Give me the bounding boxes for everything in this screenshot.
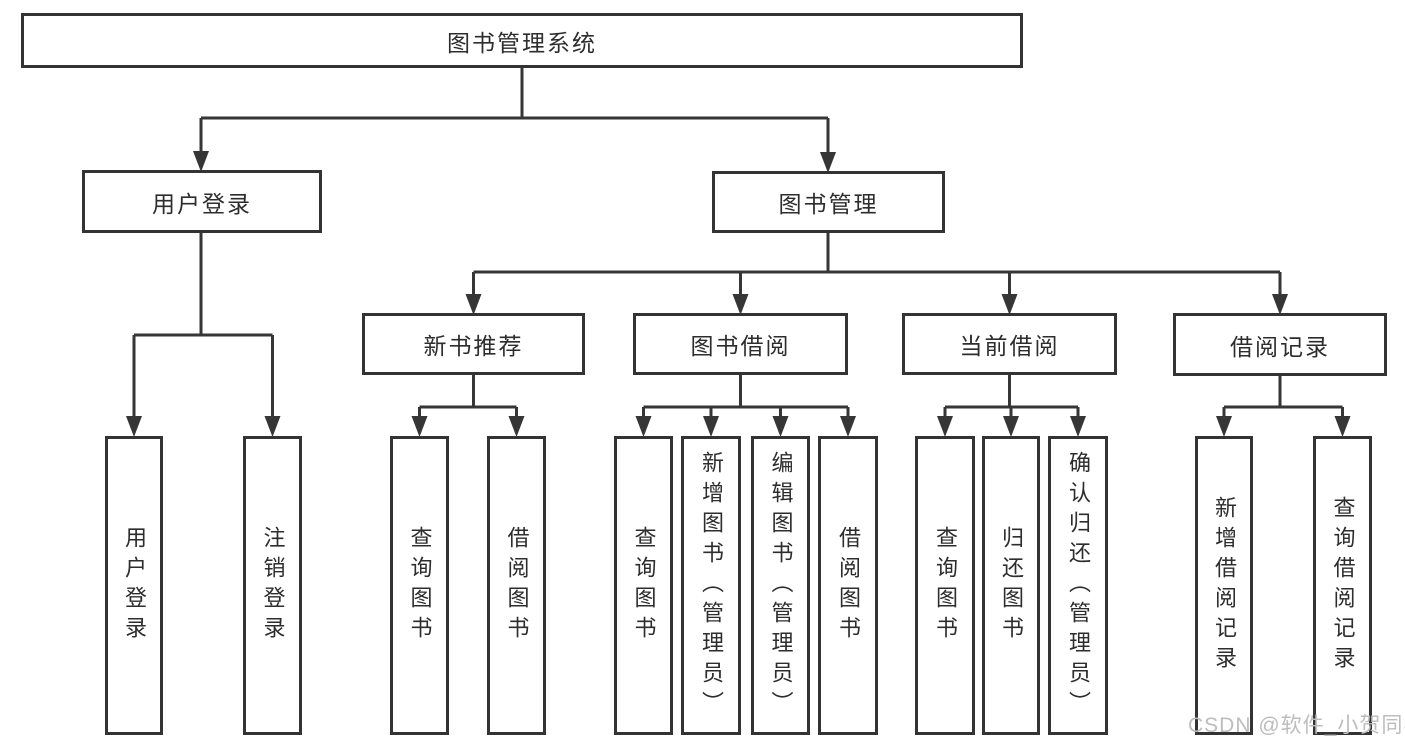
node-leaf-user-login: 用户登录 — [105, 436, 163, 735]
node-leaf-return-books: 归还图书 — [982, 436, 1040, 735]
arrowheads — [126, 151, 1351, 437]
node-leaf-confirm-return-admin: 确认归还（管理员） — [1048, 436, 1108, 735]
node-new-book-recommend: 新书推荐 — [362, 313, 585, 375]
csdn-watermark: CSDN @软件_小贺同学 — [1188, 714, 1405, 737]
node-leaf-query-borrow-record: 查询借阅记录 — [1313, 436, 1372, 735]
node-borrowing-records: 借阅记录 — [1173, 313, 1387, 376]
node-book-borrowing: 图书借阅 — [633, 313, 848, 375]
node-user-login: 用户登录 — [82, 170, 322, 233]
node-leaf-query-books-borrowing: 查询图书 — [614, 436, 673, 735]
node-leaf-add-borrow-record: 新增借阅记录 — [1195, 436, 1253, 735]
node-leaf-add-books-admin: 新增图书（管理员） — [681, 436, 741, 735]
node-leaf-borrow-books: 借阅图书 — [818, 436, 878, 735]
node-book-management: 图书管理 — [712, 171, 945, 233]
node-leaf-query-books-recommend: 查询图书 — [390, 436, 449, 735]
node-current-borrowing: 当前借阅 — [902, 313, 1117, 375]
node-root-library-system: 图书管理系统 — [21, 13, 1023, 68]
node-leaf-logout: 注销登录 — [243, 436, 302, 735]
node-leaf-borrow-books-recommend: 借阅图书 — [487, 436, 546, 735]
node-leaf-edit-books-admin: 编辑图书（管理员） — [751, 436, 810, 735]
node-leaf-query-books-current: 查询图书 — [915, 436, 975, 735]
